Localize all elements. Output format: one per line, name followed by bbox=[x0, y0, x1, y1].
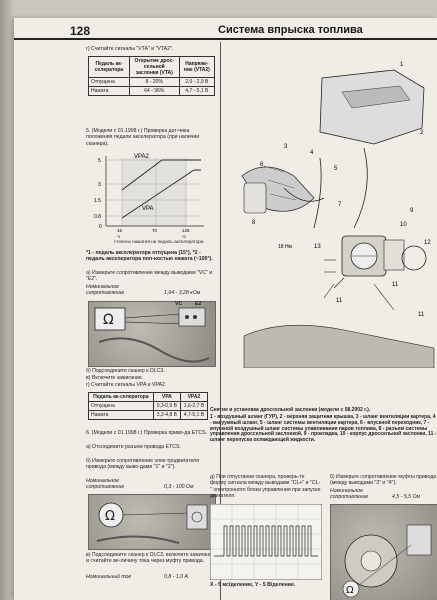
nominal3-value: 0,8 - 1,0 А bbox=[164, 574, 188, 580]
callout-number: 11 bbox=[336, 298, 343, 304]
step-g: г) Считайте сигналы VPA и VPA2. bbox=[86, 382, 167, 388]
step-6-text: 6. (Модели с 01.1998 г.) Проверка приво-… bbox=[86, 430, 208, 436]
svg-text:Ω: Ω bbox=[346, 585, 354, 596]
table-cell: 4,7 - 5,1 В bbox=[178, 86, 216, 96]
callout-number: 8 bbox=[252, 220, 256, 226]
connector-label-e2: E2 bbox=[195, 301, 202, 307]
nominal3-label: Номинальный ток bbox=[86, 574, 132, 580]
table-cell: 3,2-4,8 В bbox=[152, 410, 181, 420]
step-6b: б) Измерьте сопротивление элек-тродвигат… bbox=[86, 458, 200, 471]
nominal-right-value: 4,5 - 5,5 Ом bbox=[392, 494, 421, 500]
callout-number: 5 bbox=[334, 166, 338, 172]
table2-header: VPA bbox=[152, 392, 181, 402]
table-cell: Нажата bbox=[88, 410, 154, 420]
nominal-resistance-label: Номинальное сопротивление bbox=[86, 284, 125, 297]
ohmmeter-illustration: Ω bbox=[94, 307, 210, 363]
table1-header: Открытие дрос-сельной заслонки (VTA) bbox=[128, 56, 180, 78]
step-6v: в) Подсоедините сканер к DLC3, включите … bbox=[86, 552, 215, 565]
table-row: Нажата 3,2-4,8 В 4,7-5,1 В bbox=[88, 410, 209, 420]
callout-number: 2 bbox=[420, 130, 424, 136]
torque-label: 18 Нм bbox=[278, 244, 293, 250]
table-cell: 4,7-5,1 В bbox=[179, 410, 209, 420]
nominal2-value: 0,3 - 100 Ом bbox=[164, 484, 194, 490]
table2-header: Педаль ак-селератора bbox=[88, 392, 154, 402]
table-cell: Нажата bbox=[88, 86, 130, 96]
graph-label-vpa: VPA bbox=[142, 206, 154, 212]
table-cell: Отпущена bbox=[88, 401, 154, 411]
step-d-text: д) При отпустании сканера, проверь-те фо… bbox=[210, 474, 321, 499]
graph-x-tick: 125 bbox=[182, 228, 190, 233]
table-cell: 8 - 20% bbox=[128, 77, 180, 87]
table-row: Нажата 64 - 96% 4,7 - 5,1 В bbox=[88, 86, 216, 96]
table1-header: Педаль ак-селератора bbox=[88, 56, 130, 78]
table-cell: 0,3-0,9 В bbox=[152, 401, 181, 411]
svg-text:Ω: Ω bbox=[103, 312, 114, 328]
page-header: 128 Система впрыска топлива bbox=[14, 24, 437, 40]
nominal-right-label: Номинальное сопротивление bbox=[330, 488, 369, 501]
graph-x-axis-label: степень нажатия на педаль акселератора bbox=[114, 239, 204, 244]
graph-x-tick: 70 bbox=[152, 228, 158, 233]
nominal-resistance-value: 1,64 - 3,28 кОм bbox=[164, 290, 201, 296]
table-cell: 64 - 96% bbox=[128, 86, 180, 96]
footnote-text: *1 - педаль акселератора отпущена (15°),… bbox=[86, 250, 213, 263]
callout-number: 3 bbox=[284, 144, 288, 150]
nominal2-label: Номинальное сопротивление bbox=[86, 478, 125, 491]
graph-x-mark: *1 bbox=[117, 234, 122, 239]
callout-number: 1 bbox=[400, 62, 404, 68]
callout-number: 4 bbox=[310, 150, 314, 156]
table-cell: Отпущена bbox=[88, 77, 130, 87]
signals-table: Педаль ак-селератора Открытие дрос-сельн… bbox=[88, 56, 216, 96]
step-v: в) Включите зажигание. bbox=[86, 375, 144, 381]
callout-number: 11 bbox=[418, 312, 425, 318]
step-5-text: 5. (Модели с 01.1998 г.) Проверка дат-чи… bbox=[86, 128, 200, 147]
book-spine-shadow bbox=[0, 0, 14, 600]
graph-label-vpa2: VPA2 bbox=[134, 154, 150, 160]
vpa-table: Педаль ак-селератора VPA VPA2 Отпущена 0… bbox=[88, 392, 209, 420]
callout-number: 11 bbox=[392, 282, 399, 288]
graph-y-tick: 0 bbox=[99, 224, 102, 230]
waveform-trace bbox=[214, 525, 318, 557]
pedal-sensor-graph: VPA2 VPA 5 3 1.5 0.8 0 15 70 125 *1 *2 bbox=[86, 148, 211, 240]
clutch-connector-photo: Ω bbox=[330, 504, 437, 600]
table2-header: VPA2 bbox=[179, 392, 209, 402]
oscilloscope-waveform bbox=[210, 504, 322, 580]
graph-x-tick: 15 bbox=[117, 228, 123, 233]
throttle-body-exploded-diagram: 1 2 3 4 5 6 7 8 9 10 11 11 11 12 13 18 Н… bbox=[241, 62, 435, 368]
table-cell: 1,6-2,7 В bbox=[179, 401, 209, 411]
step-b: б) Подсоедините сканер к DLC3. bbox=[86, 368, 165, 374]
connector-label-vc: VC bbox=[175, 301, 183, 307]
graph-y-tick: 0.8 bbox=[94, 214, 101, 220]
column-divider bbox=[220, 42, 221, 600]
ohmmeter-connector-photo: Ω VC E2 bbox=[88, 301, 216, 367]
diagram-caption-title: Снятие и установка дроссельной заслонки … bbox=[210, 407, 371, 413]
callout-number: 13 bbox=[314, 244, 321, 250]
step-6a: а) Отсоедините разъем привода ETCS. bbox=[86, 444, 181, 450]
callout-number: 6 bbox=[260, 162, 264, 168]
table-row: Отпущена 0,3-0,9 В 1,6-2,7 В bbox=[88, 401, 209, 411]
graph-y-tick: 1.5 bbox=[94, 198, 101, 204]
page-number: 128 bbox=[70, 24, 91, 38]
page-title: Система впрыска топлива bbox=[218, 24, 363, 36]
clutch-illustration: Ω bbox=[342, 524, 432, 598]
diagram-caption-body: 1 - воздушный шланг (ГУР), 2 - верхняя з… bbox=[210, 414, 437, 444]
graph-x-mark: *2 bbox=[182, 234, 187, 239]
callout-number: 9 bbox=[410, 208, 414, 214]
etcs-illustration: Ω bbox=[96, 502, 208, 544]
graph-y-tick: 3 bbox=[98, 182, 101, 188]
graph-y-tick: 5 bbox=[98, 158, 101, 164]
callout-number: 7 bbox=[338, 202, 342, 208]
document-page: 128 Система впрыска топлива г) Считайте … bbox=[14, 18, 437, 600]
svg-text:Ω: Ω bbox=[105, 509, 115, 524]
callout-number: 10 bbox=[400, 222, 407, 228]
step-6-right: 6) Измерьте сопротивление муфты привода … bbox=[330, 474, 437, 487]
callout-number: 12 bbox=[424, 240, 431, 246]
table1-header: Напряже-ние (VTA2) bbox=[178, 56, 216, 78]
oscilloscope-caption: X - 5 мс/деление, Y - 5 В/деление. bbox=[210, 582, 296, 588]
etcs-actuator-photo: Ω bbox=[88, 494, 216, 550]
step-g-signals: г) Считайте сигналы "VTA" и "VTA2". bbox=[86, 46, 174, 52]
measure-step-a: а) Измерьте сопротивление между выводами… bbox=[86, 270, 213, 283]
table-cell: 2,0 - 2,9 В bbox=[178, 77, 216, 87]
table-row: Отпущена 8 - 20% 2,0 - 2,9 В bbox=[88, 77, 216, 87]
